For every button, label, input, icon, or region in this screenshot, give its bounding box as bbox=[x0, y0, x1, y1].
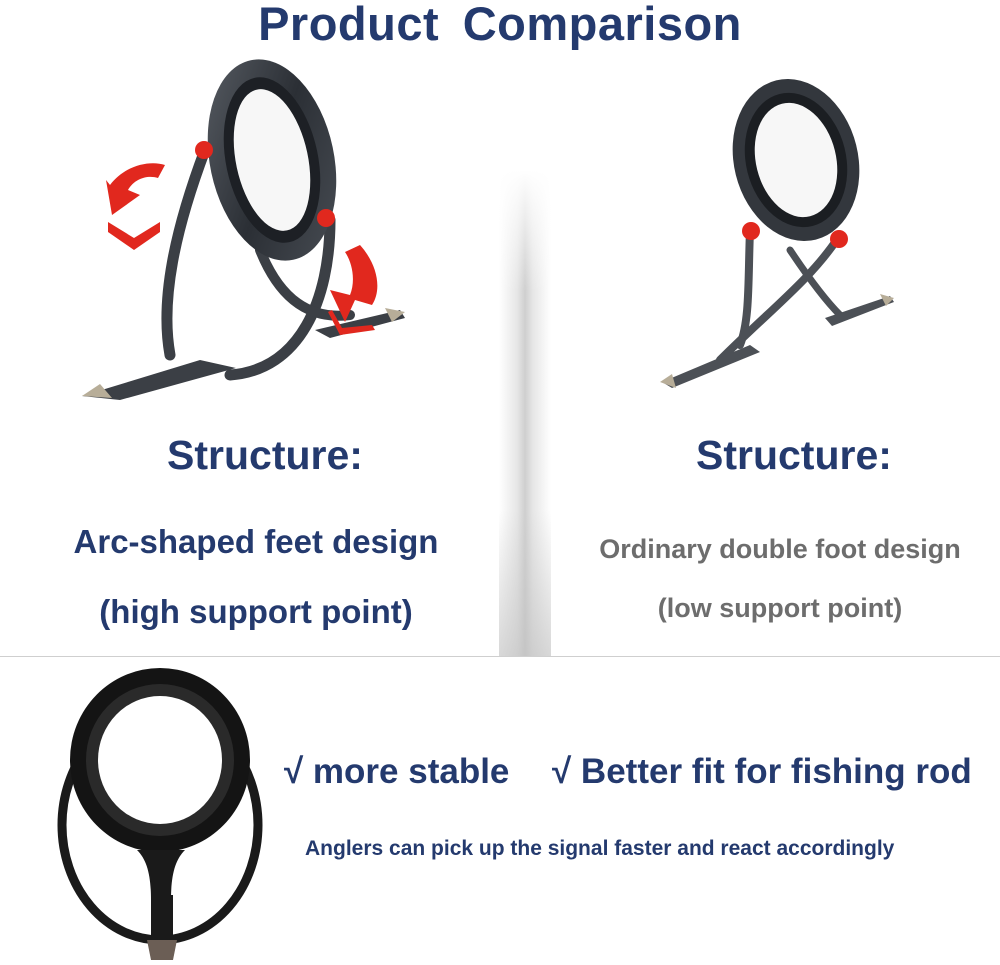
vertical-divider-shade bbox=[499, 170, 551, 656]
double-foot-guide-image bbox=[660, 79, 894, 388]
angler-note: Anglers can pick up the signal faster an… bbox=[305, 837, 895, 860]
horizontal-divider bbox=[0, 656, 1000, 657]
right-structure-label: Structure: bbox=[696, 432, 892, 478]
left-design-line1: Arc-shaped feet design bbox=[73, 523, 439, 560]
down-arrow-icon bbox=[328, 245, 378, 335]
right-design-line1: Ordinary double foot design bbox=[599, 534, 961, 564]
right-design-line2: (low support point) bbox=[657, 593, 903, 623]
support-point-marker bbox=[742, 222, 760, 240]
support-point-marker bbox=[317, 209, 335, 227]
left-structure-label: Structure: bbox=[167, 432, 363, 478]
left-design-line2: (high support point) bbox=[99, 593, 413, 630]
page-title: Product Comparison bbox=[258, 0, 742, 50]
benefit-more-stable: √ more stable bbox=[284, 752, 510, 791]
benefit-better-fit: √ Better fit for fishing rod bbox=[552, 752, 972, 791]
support-point-marker bbox=[830, 230, 848, 248]
support-point-marker bbox=[195, 141, 213, 159]
arc-foot-guide-image bbox=[82, 59, 405, 400]
ring-guide-front-image bbox=[57, 668, 263, 960]
down-arrow-icon bbox=[106, 163, 165, 250]
